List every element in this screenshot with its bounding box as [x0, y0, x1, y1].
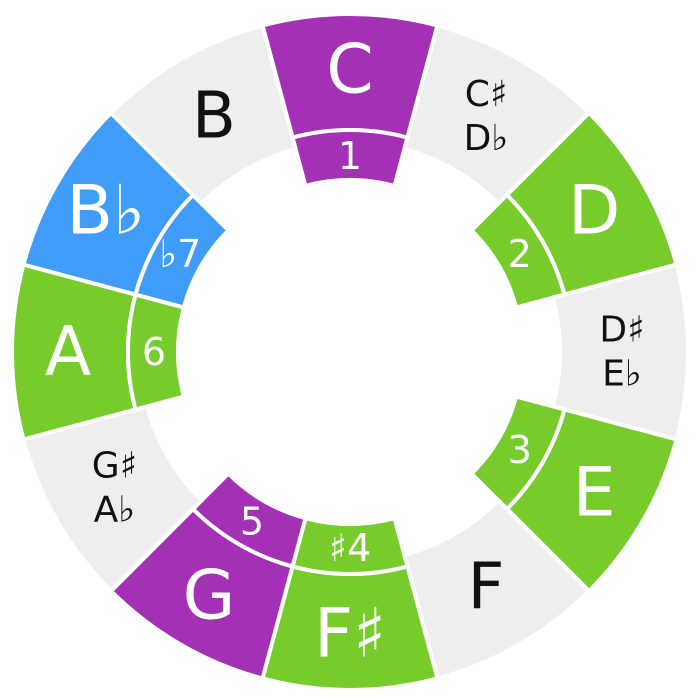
segment-g: G5 [108, 470, 308, 681]
note-label-line: D♭ [464, 118, 509, 159]
degree-band [290, 128, 410, 189]
segment-bflat: B♭ ♭7 [21, 110, 232, 310]
segment-fill [108, 23, 299, 207]
segment-d: D2 [468, 110, 679, 310]
degree-label: 1 [338, 134, 362, 178]
degree-label: 2 [508, 232, 532, 276]
degree-band [468, 192, 567, 310]
note-label: E [573, 454, 616, 533]
note-label-line: C♯ [465, 74, 508, 115]
note-label: G [183, 557, 236, 636]
note-label-line: G♯ [92, 446, 137, 487]
note-label-line: D♯ [599, 310, 644, 351]
note-label: C [326, 31, 373, 110]
degree-label: 6 [142, 330, 166, 374]
note-label: B [192, 79, 236, 153]
note-label: B♭ [66, 172, 145, 251]
degree-band [133, 192, 232, 310]
degree-band [468, 394, 567, 512]
segment-gsharp-aflat: G♯A♭ [21, 403, 205, 594]
note-label: D [568, 172, 620, 251]
segment-c: C1 [260, 12, 440, 189]
degree-label: 5 [240, 500, 264, 544]
note-label-line: A♭ [94, 490, 136, 531]
note-label: A [45, 313, 92, 392]
degree-label: 3 [508, 428, 532, 472]
degree-band [190, 470, 308, 569]
segment-b: B [108, 23, 299, 207]
degree-label: ♯4 [329, 526, 372, 570]
degree-label: ♭7 [159, 232, 201, 276]
note-label-line: E♭ [602, 354, 642, 395]
note-label: F [468, 551, 505, 625]
note-label: F♯ [314, 595, 386, 674]
segment-e: E3 [468, 394, 679, 594]
